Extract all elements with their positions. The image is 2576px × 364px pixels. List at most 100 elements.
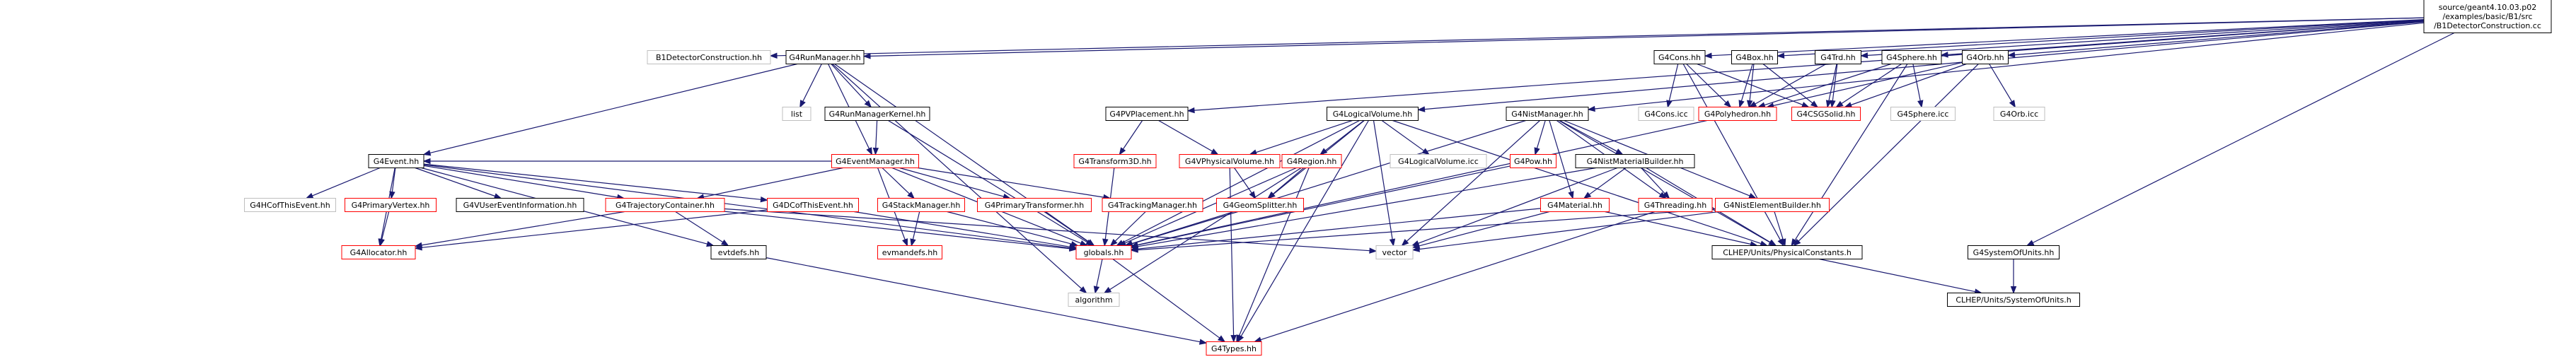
node-label: G4Sphere.icc bbox=[1898, 110, 1949, 119]
node-primtrans[interactable]: G4PrimaryTransformer.hh bbox=[977, 198, 1092, 212]
edge-eventmgr-to-stackmgr bbox=[882, 168, 916, 199]
node-vuser[interactable]: G4VUserEventInformation.hh bbox=[456, 198, 584, 212]
node-trajcont[interactable]: G4TrajectoryContainer.hh bbox=[605, 198, 725, 212]
edge-pvplace-to-vphys bbox=[1158, 119, 1219, 155]
node-label: list bbox=[791, 110, 803, 119]
edge-event-to-trajcont bbox=[423, 165, 625, 201]
edge-dcof-to-globals bbox=[854, 211, 1078, 250]
edge-root-to-cons bbox=[1704, 19, 2425, 59]
node-dcof[interactable]: G4DCofThisEvent.hh bbox=[767, 198, 859, 212]
edge-root-to-runmgr bbox=[862, 17, 2425, 59]
node-polyh[interactable]: G4Polyhedron.hh bbox=[1698, 107, 1777, 121]
edge-sphere-to-sphereicc bbox=[1912, 64, 1924, 108]
edge-runmgr-to-eventmgr bbox=[828, 64, 873, 155]
node-label: G4DCofThisEvent.hh bbox=[773, 201, 853, 210]
node-label: G4StackManager.hh bbox=[882, 201, 961, 210]
edge-logvol-to-vector bbox=[1373, 120, 1396, 247]
edge-eventmgr-to-event bbox=[422, 158, 832, 165]
node-runmgr[interactable]: G4RunManager.hh bbox=[785, 50, 865, 64]
edge-orb-to-polyh bbox=[1766, 61, 1963, 109]
node-material[interactable]: G4Material.hh bbox=[1540, 198, 1610, 212]
node-orb[interactable]: G4Orb.hh bbox=[1962, 50, 2009, 64]
node-label: G4Event.hh bbox=[374, 157, 420, 166]
node-logicc: G4LogicalVolume.icc bbox=[1390, 154, 1487, 168]
node-evtdefs[interactable]: evtdefs.hh bbox=[710, 245, 767, 259]
node-label: G4PVPlacement.hh bbox=[1109, 110, 1184, 119]
edge-region-to-geomsplit bbox=[1267, 168, 1305, 199]
node-stackmgr[interactable]: G4StackManager.hh bbox=[877, 198, 965, 212]
node-label: G4GeomSplitter.hh bbox=[1223, 201, 1298, 210]
node-threading[interactable]: G4Threading.hh bbox=[1638, 198, 1713, 212]
edge-trd-to-polyh bbox=[1748, 63, 1827, 108]
node-box[interactable]: G4Box.hh bbox=[1731, 50, 1778, 64]
edge-stackmgr-to-globals bbox=[947, 211, 1079, 247]
node-pow[interactable]: G4Pow.hh bbox=[1510, 154, 1556, 168]
node-runkernel[interactable]: G4RunManagerKernel.hh bbox=[824, 107, 930, 121]
node-label: evmandefs.hh bbox=[882, 248, 938, 257]
edge-trd-to-trdicc bbox=[1830, 64, 1838, 108]
edge-polyh-to-globals bbox=[1130, 119, 1707, 248]
node-evmandefs[interactable]: evmandefs.hh bbox=[877, 245, 942, 259]
node-globals[interactable]: globals.hh bbox=[1075, 245, 1132, 259]
node-label: G4Threading.hh bbox=[1644, 201, 1706, 210]
node-label: G4SystemOfUnits.hh bbox=[1973, 248, 2055, 257]
edge-primtrans-to-globals bbox=[1044, 211, 1095, 247]
node-label: G4Polyhedron.hh bbox=[1704, 110, 1771, 119]
node-trackmgr[interactable]: G4TrackingManager.hh bbox=[1102, 198, 1203, 212]
node-types[interactable]: G4Types.hh bbox=[1206, 341, 1262, 356]
node-transform[interactable]: G4Transform3D.hh bbox=[1073, 154, 1157, 168]
edge-primvert-to-allocator bbox=[379, 211, 390, 247]
edge-runmgr-to-algorithm bbox=[832, 64, 1087, 294]
edge-root-to-nistmgr bbox=[1587, 22, 2425, 112]
edge-cons-to-consicc bbox=[1666, 64, 1679, 108]
node-clhepphys[interactable]: CLHEP/Units/PhysicalConstants.h bbox=[1711, 245, 1863, 259]
node-label: G4Types.hh bbox=[1211, 344, 1257, 353]
edge-runkernel-to-eventmgr bbox=[872, 120, 879, 155]
node-sysunits[interactable]: G4SystemOfUnits.hh bbox=[1968, 245, 2060, 259]
node-sphere[interactable]: G4Sphere.hh bbox=[1881, 50, 1942, 64]
edge-event-to-dcof bbox=[423, 163, 768, 203]
node-label: G4CSGSolid.hh bbox=[1797, 110, 1856, 119]
node-trd[interactable]: G4Trd.hh bbox=[1815, 50, 1861, 64]
node-pvplace[interactable]: G4PVPlacement.hh bbox=[1105, 107, 1189, 121]
edge-sphere-to-polyh bbox=[1757, 63, 1891, 108]
node-nistmgr[interactable]: G4NistManager.hh bbox=[1506, 107, 1589, 121]
node-label: G4EventManager.hh bbox=[836, 157, 915, 166]
node-b1dc: B1DetectorConstruction.hh bbox=[647, 50, 771, 64]
edge-logvol-to-logicc bbox=[1381, 120, 1430, 155]
node-clhepsys[interactable]: CLHEP/Units/SystemOfUnits.h bbox=[1947, 293, 2080, 307]
node-label: G4VUserEventInformation.hh bbox=[463, 201, 577, 210]
edge-nistmgr-to-material bbox=[1549, 120, 1574, 199]
edge-vphys-to-types bbox=[1229, 168, 1237, 343]
node-label: /examples/basic/B1/src bbox=[2442, 12, 2532, 21]
node-cons[interactable]: G4Cons.hh bbox=[1653, 50, 1706, 64]
node-region[interactable]: G4Region.hh bbox=[1281, 154, 1342, 168]
node-label: G4Box.hh bbox=[1735, 53, 1773, 62]
edge-root-to-pvplace bbox=[1186, 20, 2425, 114]
node-label: globals.hh bbox=[1084, 248, 1124, 257]
node-vphys[interactable]: G4VPhysicalVolume.hh bbox=[1179, 154, 1281, 168]
node-logvol[interactable]: G4LogicalVolume.hh bbox=[1327, 107, 1419, 121]
edge-nistmgr-to-pow bbox=[1534, 120, 1546, 155]
edge-region-to-globals bbox=[1118, 167, 1297, 247]
edge-orb-to-csgsolid bbox=[1844, 63, 1967, 108]
node-label: G4Trd.hh bbox=[1820, 53, 1855, 62]
node-event[interactable]: G4Event.hh bbox=[368, 154, 424, 168]
node-primvert[interactable]: G4PrimaryVertex.hh bbox=[345, 198, 437, 212]
node-label: G4Sphere.hh bbox=[1886, 53, 1937, 62]
node-label: G4PrimaryTransformer.hh bbox=[985, 201, 1084, 210]
node-csgsolid[interactable]: G4CSGSolid.hh bbox=[1791, 107, 1861, 121]
node-eventmgr[interactable]: G4EventManager.hh bbox=[831, 154, 919, 168]
node-nistmat[interactable]: G4NistMaterialBuilder.hh bbox=[1575, 154, 1695, 168]
edge-logvol-to-clhepphys bbox=[1392, 119, 1768, 247]
edge-box-to-boxicc bbox=[1746, 64, 1755, 108]
node-label: G4Pow.hh bbox=[1514, 157, 1552, 166]
edge-eventmgr-to-primtrans bbox=[899, 167, 1011, 200]
node-allocator[interactable]: G4Allocator.hh bbox=[341, 245, 416, 259]
edge-nistelem-to-globals bbox=[1130, 209, 1716, 253]
edge-root-to-logvol bbox=[1417, 21, 2425, 112]
edge-root-to-box bbox=[1777, 19, 2425, 59]
node-label: G4VPhysicalVolume.hh bbox=[1185, 157, 1274, 166]
node-geomsplit[interactable]: G4GeomSplitter.hh bbox=[1216, 198, 1304, 212]
node-nistelem[interactable]: G4NistElementBuilder.hh bbox=[1715, 198, 1830, 212]
